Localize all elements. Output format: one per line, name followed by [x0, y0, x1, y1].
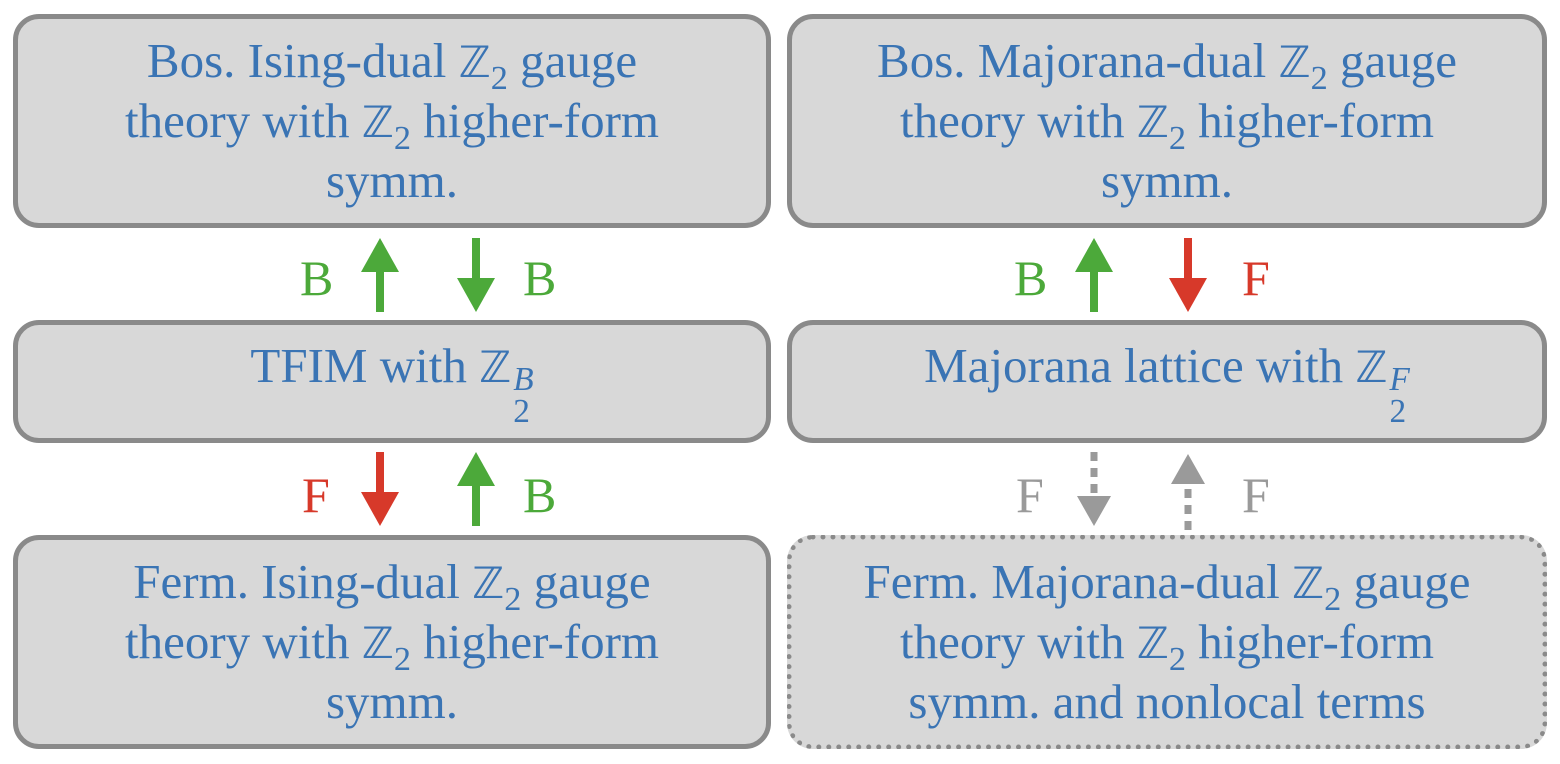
subscript: 2	[490, 59, 508, 98]
arrow-label-right-lower-down: F	[1016, 467, 1044, 523]
text: gauge	[521, 554, 651, 610]
dashed-arrow-down-icon	[1077, 452, 1111, 526]
z-symbol: ℤ	[1278, 38, 1311, 89]
subscript: 2	[513, 392, 530, 430]
subscript: 2	[504, 580, 522, 619]
arrow-up-icon	[457, 452, 495, 526]
subscript: 2	[1389, 392, 1407, 430]
text: theory with	[124, 93, 362, 149]
text: Majorana lattice with	[924, 337, 1356, 393]
text: Bos. Majorana-dual	[877, 33, 1279, 89]
subscript: 2	[1310, 59, 1328, 98]
superscript: F	[1389, 361, 1410, 399]
text: Bos. Ising-dual	[146, 33, 459, 89]
z-symbol: ℤ	[472, 559, 505, 610]
arrow-label-left-upper-up: B	[300, 250, 334, 306]
text: Ferm. Ising-dual	[133, 554, 473, 610]
text: higher-form	[1186, 614, 1435, 670]
bosonic-ising-dual-gauge-theory-box: Bos. Ising-dual ℤ2 gauge theory with ℤ2 …	[13, 14, 771, 228]
text: gauge	[1327, 33, 1457, 89]
text: higher-form	[1186, 93, 1435, 149]
subscript: 2	[1168, 640, 1187, 679]
text: TFIM with	[250, 337, 480, 393]
text: symm.	[325, 673, 459, 729]
arrow-label-right-upper-up: B	[1014, 250, 1048, 306]
z-symbol: ℤ	[458, 38, 491, 89]
arrow-label-left-lower-up: B	[523, 467, 557, 523]
text: symm.	[325, 152, 459, 208]
text: theory with	[124, 614, 362, 670]
z-symbol: ℤ	[1292, 559, 1325, 610]
arrow-down-icon	[457, 238, 495, 312]
arrow-up-icon	[361, 238, 399, 312]
superscript: B	[513, 361, 534, 399]
fermionic-ising-dual-gauge-theory-box: Ferm. Ising-dual ℤ2 gauge theory with ℤ2…	[13, 535, 771, 749]
fermionic-majorana-dual-gauge-theory-box: Ferm. Majorana-dual ℤ2 gauge theory with…	[787, 535, 1547, 749]
text: symm. and nonlocal terms	[908, 673, 1426, 729]
z-symbol: ℤ	[479, 342, 512, 393]
text: higher-form	[411, 93, 660, 149]
text: theory with	[899, 93, 1137, 149]
subscript: 2	[1168, 119, 1187, 158]
arrow-label-left-upper-down: B	[523, 250, 557, 306]
arrow-down-icon	[1169, 238, 1207, 312]
z-symbol: ℤ	[1136, 98, 1169, 149]
text: higher-form	[411, 614, 660, 670]
z-symbol: ℤ	[361, 98, 394, 149]
arrow-down-icon	[361, 452, 399, 526]
dashed-arrow-up-icon	[1171, 454, 1205, 530]
arrow-up-icon	[1075, 238, 1113, 312]
arrow-label-left-lower-down: F	[302, 467, 330, 523]
subscript: 2	[1324, 580, 1342, 619]
text: theory with	[899, 614, 1137, 670]
arrow-label-right-upper-down: F	[1242, 250, 1270, 306]
text: gauge	[1341, 554, 1471, 610]
subscript: 2	[393, 640, 412, 679]
text: Ferm. Majorana-dual	[863, 554, 1293, 610]
z-symbol: ℤ	[1136, 619, 1169, 670]
z-symbol: ℤ	[361, 619, 394, 670]
arrow-label-right-lower-up: F	[1242, 467, 1270, 523]
text: gauge	[507, 33, 638, 89]
text: symm.	[1100, 152, 1234, 208]
subscript: 2	[393, 119, 412, 158]
bosonic-majorana-dual-gauge-theory-box: Bos. Majorana-dual ℤ2 gauge theory with …	[787, 14, 1547, 228]
z-symbol: ℤ	[1355, 342, 1388, 393]
